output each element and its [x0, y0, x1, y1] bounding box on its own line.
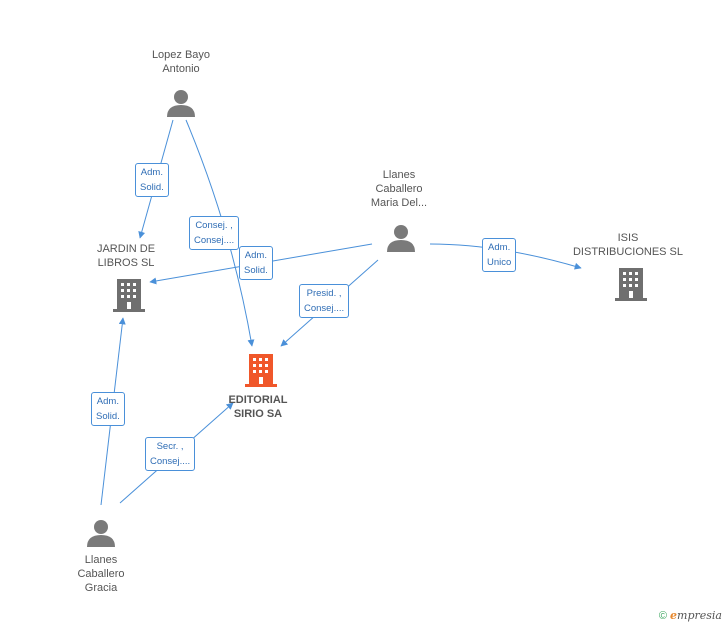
node-label-isis[interactable]: ISIS DISTRIBUCIONES SL [572, 232, 684, 258]
edge-label-gracia-jardin[interactable]: Adm. Solid. [91, 392, 125, 426]
empresia-logo: © empresia [659, 609, 722, 622]
edge-label-maria-editorial[interactable]: Presid. , Consej.... [299, 284, 350, 318]
edge-label-maria-isis[interactable]: Adm. Unico [482, 238, 517, 272]
edge-label-lopez-jardin[interactable]: Adm. Solid. [135, 163, 169, 197]
edge-label-maria-jardin[interactable]: Adm. Solid. [239, 246, 273, 280]
building-icon-jardin[interactable] [113, 279, 145, 312]
edge-label-gracia-editorial[interactable]: Secr. , Consej.... [145, 437, 196, 471]
person-icon-llanes-gracia[interactable] [87, 520, 115, 547]
node-label-jardin[interactable]: JARDIN DE LIBROS SL [96, 243, 156, 269]
person-icon-llanes-maria[interactable] [387, 225, 415, 252]
node-label-llanes-maria[interactable]: Llanes Caballero Maria Del... [370, 169, 428, 209]
edge-label-lopez-editorial[interactable]: Consej. , Consej.... [189, 216, 240, 250]
building-icon-isis[interactable] [615, 268, 647, 301]
brand-name: empresia [670, 609, 722, 622]
node-label-editorial[interactable]: EDITORIAL SIRIO SA [228, 394, 288, 420]
building-icon-editorial[interactable] [245, 354, 277, 387]
copyright-icon: © [658, 610, 667, 622]
node-label-lopez[interactable]: Lopez Bayo Antonio [151, 49, 211, 75]
person-icon-lopez[interactable] [167, 90, 195, 117]
node-label-llanes-gracia[interactable]: Llanes Caballero Gracia [77, 554, 125, 594]
